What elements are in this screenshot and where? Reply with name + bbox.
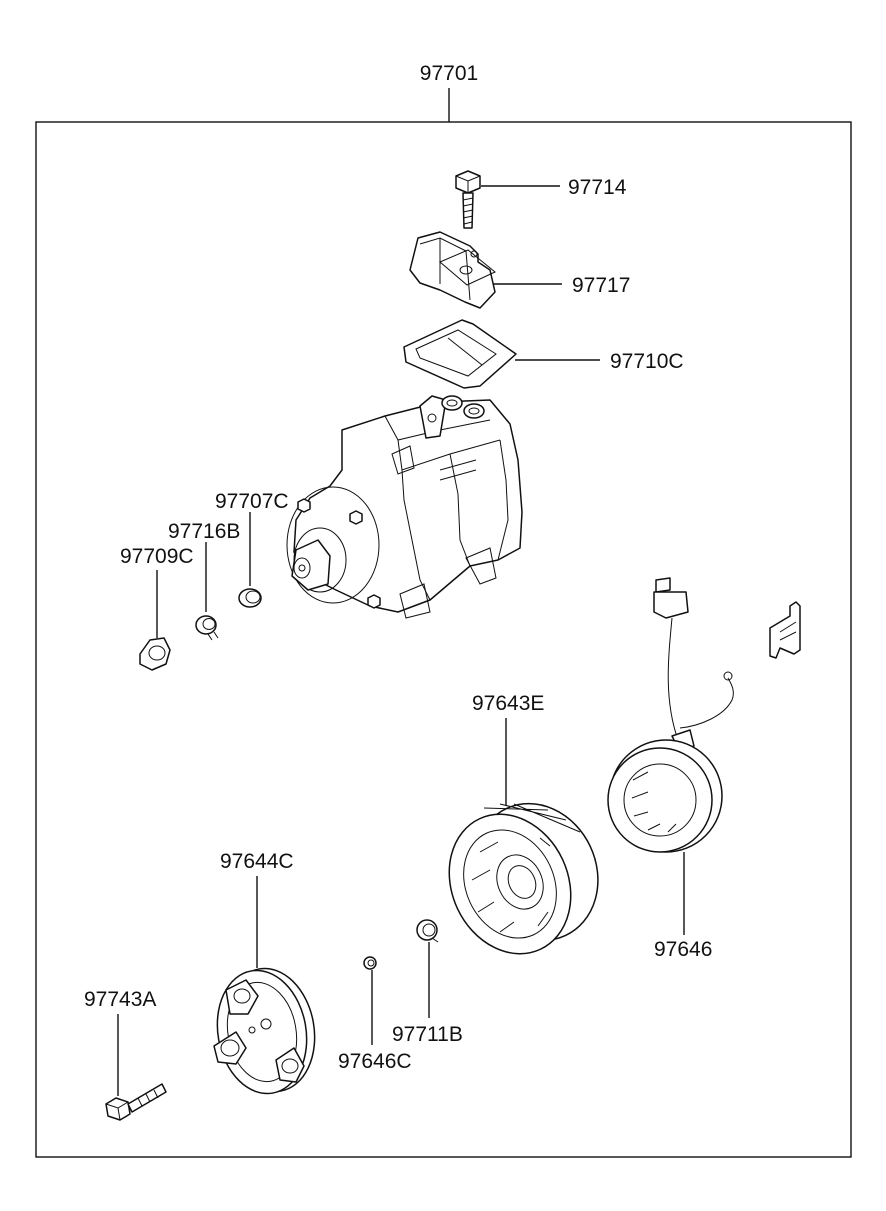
assembly-label: 97701 [420, 62, 478, 85]
compressor-body-part [286, 395, 523, 619]
label-bolt-top: 97714 [568, 176, 627, 199]
label-shim: 97646C [338, 1050, 412, 1073]
label-pulley: 97643E [472, 692, 544, 715]
bolt-top-part [455, 170, 481, 229]
label-hub-plate: 97644C [220, 850, 294, 873]
oring-large-part [238, 588, 262, 608]
snap-ring-part [195, 615, 219, 641]
label-bolt-bottom: 97743A [84, 988, 156, 1011]
label-valve-block: 97717 [572, 274, 630, 297]
valve-block-part [409, 231, 496, 309]
bolt-bottom-part [105, 1083, 167, 1121]
coil-wire-part [653, 577, 734, 753]
label-seal: 97709C [120, 545, 194, 568]
hub-plate-part [213, 967, 316, 1095]
seal-part [139, 637, 171, 671]
shim-part [363, 956, 377, 970]
pulley-part [448, 802, 599, 955]
label-field-coil: 97646 [654, 938, 712, 961]
label-gasket: 97710C [610, 350, 684, 373]
snap-ring-pulley-part [416, 919, 439, 943]
bracket-part [769, 601, 801, 659]
assembly-frame [35, 121, 852, 1158]
field-coil-part [607, 739, 723, 853]
label-oring-large: 97707C [215, 490, 289, 513]
label-snap-ring: 97716B [168, 520, 240, 543]
gasket-part [403, 319, 517, 389]
label-snap-ring-pulley: 97711B [392, 1023, 463, 1046]
